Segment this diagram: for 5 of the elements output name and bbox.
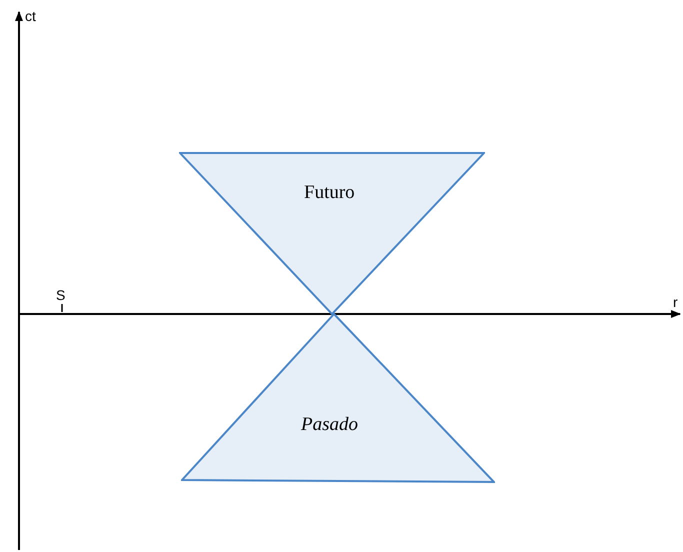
region-label: Futuro — [304, 182, 355, 204]
point-label: S — [56, 287, 66, 303]
axis-label: r — [673, 294, 678, 310]
region-label: Pasado — [301, 414, 358, 436]
axis-label: ct — [25, 8, 36, 24]
